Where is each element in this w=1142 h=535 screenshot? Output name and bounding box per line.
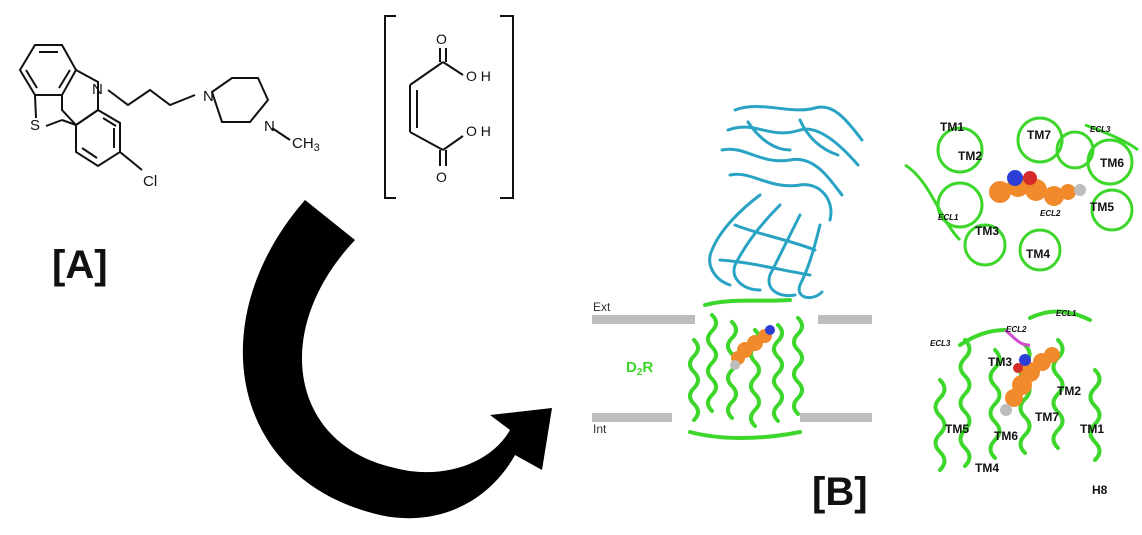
ligand-main xyxy=(730,325,775,370)
top-tm4-label: TM4 xyxy=(1026,247,1050,261)
side-tm3-label: TM3 xyxy=(988,355,1012,369)
atom-n-ring: N xyxy=(92,81,103,98)
membrane-bars xyxy=(592,315,872,422)
membrane-int-label: Int xyxy=(593,422,607,436)
panel-a-label: [A] xyxy=(52,243,108,287)
acid-o-bottom: O xyxy=(436,169,447,185)
top-ecl2-label: ECL2 xyxy=(1040,209,1061,218)
side-ecl2-label: ECL2 xyxy=(1006,325,1027,334)
atom-n-piperazine-2: N xyxy=(264,118,275,135)
membrane-int-left xyxy=(592,413,672,422)
ligand-side-view xyxy=(1000,347,1060,416)
side-ecl2-loop xyxy=(1004,328,1031,347)
membrane-ext-label: Ext xyxy=(593,300,611,314)
receptor-top-view xyxy=(904,116,1139,272)
top-ecl1-label: ECL1 xyxy=(938,213,959,222)
top-tm2-label: TM2 xyxy=(958,149,982,163)
maleic-acid-labels: O O H O H O xyxy=(436,31,491,185)
panel-b-label: [B] xyxy=(812,470,868,514)
bracket-left xyxy=(384,15,396,199)
acid-o-top: O xyxy=(436,31,447,47)
side-ecl1-label: ECL1 xyxy=(1056,309,1077,318)
atom-n-piperazine-1: N xyxy=(203,88,214,105)
membrane-int-right xyxy=(800,413,872,422)
top-tm6-label: TM6 xyxy=(1100,156,1124,170)
top-tm5-label: TM5 xyxy=(1090,200,1114,214)
side-h8-label: H8 xyxy=(1092,483,1108,497)
top-tm1-label: TM1 xyxy=(940,120,964,134)
atom-methyl: CH3 xyxy=(292,135,320,154)
side-view-labels: TM3 TM2 TM7 TM5 TM6 TM1 TM4 H8 ECL3 ECL2… xyxy=(930,309,1108,497)
top-ecl3-label: ECL3 xyxy=(1090,125,1111,134)
membrane-ext-left xyxy=(592,315,695,324)
side-tm1-label: TM1 xyxy=(1080,422,1104,436)
bracket-right xyxy=(500,15,514,199)
curved-arrow xyxy=(242,200,553,519)
acid-oh-top: O H xyxy=(466,68,491,84)
atom-cl: Cl xyxy=(143,173,157,190)
side-tm5-label: TM5 xyxy=(945,422,969,436)
top-tm7-label: TM7 xyxy=(1027,128,1051,142)
side-tm6-label: TM6 xyxy=(994,429,1018,443)
atom-s-ring: S xyxy=(30,117,40,134)
ligand-top-view xyxy=(989,170,1086,206)
side-tm4-label: TM4 xyxy=(975,461,999,475)
piperazine-ring xyxy=(210,77,270,123)
receptor-label: D2R xyxy=(626,359,653,378)
membrane-ext-right xyxy=(818,315,872,324)
top-view-labels: TM1 TM2 TM7 TM6 TM5 TM3 TM4 ECL3 ECL1 EC… xyxy=(938,120,1124,261)
side-ecl3-label: ECL3 xyxy=(930,339,951,348)
side-tm7-label: TM7 xyxy=(1035,410,1059,424)
side-tm2-label: TM2 xyxy=(1057,384,1081,398)
antibody-ribbon xyxy=(708,104,864,300)
top-tm3-label: TM3 xyxy=(975,224,999,238)
acid-oh-bottom: O H xyxy=(466,123,491,139)
maleic-acid-structure xyxy=(384,15,514,199)
receptor-ribbon xyxy=(688,298,804,440)
molecule-labels: N S Cl N N CH3 xyxy=(30,81,320,190)
molecule-structure xyxy=(18,44,291,171)
